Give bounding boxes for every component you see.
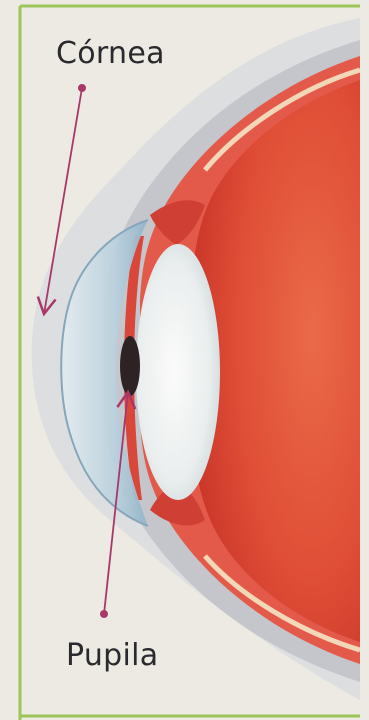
- pupila-label: Pupila: [66, 638, 158, 673]
- lens: [136, 244, 220, 500]
- pupil: [120, 336, 140, 396]
- cornea-label: Córnea: [56, 36, 165, 71]
